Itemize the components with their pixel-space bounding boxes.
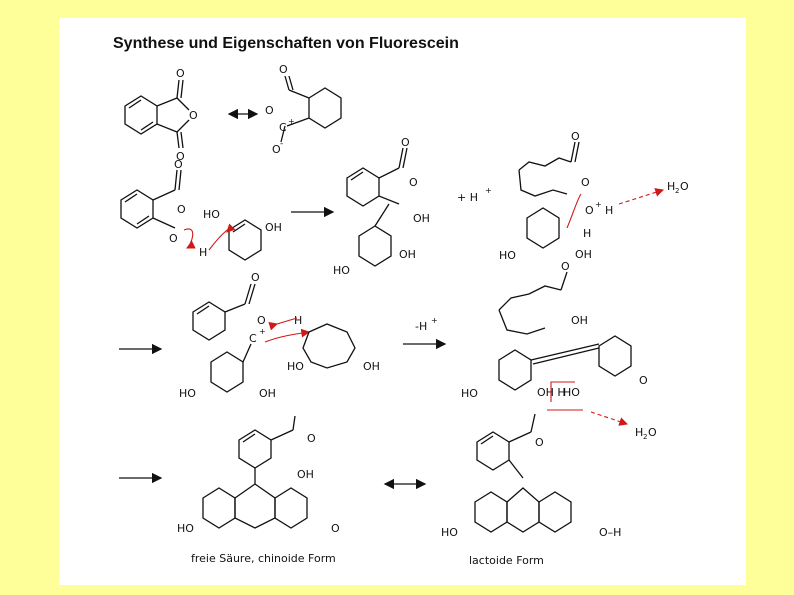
atom-o: O	[331, 522, 340, 535]
atom-o: O	[174, 158, 183, 171]
atom-o: O	[571, 130, 580, 143]
water-subscript: 2	[643, 433, 647, 441]
label-o-h: O–H	[599, 526, 621, 539]
reagent-h-plus: + H	[457, 191, 478, 204]
atom-h: H	[199, 246, 207, 259]
electron-arrow	[183, 228, 196, 249]
atom-h: H	[605, 204, 613, 217]
label-oh: OH	[265, 221, 282, 234]
charge-plus: +	[259, 327, 266, 336]
intermediate-hemiketal: O O OH HO OH	[333, 136, 430, 277]
slide-panel: Synthese und Eigenschaften von Fluoresce…	[59, 18, 746, 585]
atom-o: O	[581, 176, 590, 189]
charge-minus: -	[280, 139, 283, 149]
label-oh: OH	[399, 248, 416, 261]
atom-o: O	[409, 176, 418, 189]
label-oh: OH	[363, 360, 380, 373]
electron-arrow	[264, 328, 311, 343]
label-ho: HO	[179, 387, 196, 400]
atom-o: O	[257, 314, 266, 327]
fluorescein-lactone-form: O HO O–H lactoide Form	[441, 413, 621, 567]
label-oh: OH	[259, 387, 276, 400]
page-title: Synthese und Eigenschaften von Fluoresce…	[113, 35, 459, 52]
atom-o: O	[401, 136, 410, 149]
label-ho: HO	[287, 360, 304, 373]
atom-o: O	[307, 432, 316, 445]
atom-o: O	[169, 232, 178, 245]
label-ho: HO	[441, 526, 458, 539]
reaction-scheme: O O O O O C + O - O	[119, 63, 689, 567]
elimination-arrow	[618, 188, 665, 205]
atom-c: C	[249, 332, 257, 345]
atom-o: O	[265, 104, 274, 117]
label-oh: OH	[413, 212, 430, 225]
label-ho: HO	[461, 387, 478, 400]
atom-o: O	[177, 203, 186, 216]
label-ho: HO	[499, 249, 516, 262]
elimination-bracket	[547, 381, 583, 411]
atom-o: O	[176, 67, 185, 80]
charge-plus: +	[288, 117, 295, 126]
water-h: H	[635, 426, 643, 439]
label-ho: HO	[563, 386, 580, 399]
electron-arrow	[566, 193, 582, 229]
water-subscript: 2	[675, 187, 679, 195]
caption-lactone: lactoide Form	[469, 554, 544, 567]
fluorescein-quinoid-form: O OH HO O freie Säure, chinoide Form	[177, 415, 340, 565]
caption-free-acid: freie Säure, chinoide Form	[191, 552, 336, 565]
atom-o: O	[535, 436, 544, 449]
label-ho: HO	[177, 522, 194, 535]
atom-c: C	[279, 121, 287, 134]
electron-arrow	[208, 223, 236, 251]
label-oh: OH	[575, 248, 592, 261]
atom-o: O	[639, 374, 648, 387]
water-h: H	[667, 180, 675, 193]
atom-o: O	[561, 260, 570, 273]
elimination-arrow	[590, 411, 629, 426]
water-o: O	[648, 426, 657, 439]
atom-o: O	[585, 204, 594, 217]
anhydride-with-resorcinol: O O O HO OH H	[120, 158, 282, 261]
label-ho: HO	[333, 264, 350, 277]
atom-o: O	[251, 271, 260, 284]
reagent-minus-h-plus: -H	[415, 320, 427, 333]
water-o: O	[680, 180, 689, 193]
atom-h: H	[583, 227, 591, 240]
acylium-resonance-form: O O C + O -	[265, 63, 342, 156]
phthalic-anhydride: O O O	[124, 67, 198, 163]
atom-o: O	[176, 150, 185, 163]
label-oh: OH	[297, 468, 314, 481]
charge-plus: +	[595, 200, 602, 209]
electron-arrow	[268, 317, 298, 331]
atom-o: O	[272, 143, 281, 156]
atom-h: H	[294, 314, 302, 327]
charge-plus: +	[485, 186, 492, 195]
condensation-intermediate: O OH O HO OH H HO H 2 O	[461, 260, 657, 441]
protonated-intermediate: O O O + H H HO OH H 2 O	[499, 130, 689, 262]
label-ho: HO	[203, 208, 220, 221]
charge-plus: +	[431, 316, 438, 325]
atom-o: O	[189, 109, 198, 122]
atom-o: O	[279, 63, 288, 76]
label-oh: OH	[571, 314, 588, 327]
carbocation-intermediate: O O C + HO OH H HO OH	[179, 271, 380, 400]
